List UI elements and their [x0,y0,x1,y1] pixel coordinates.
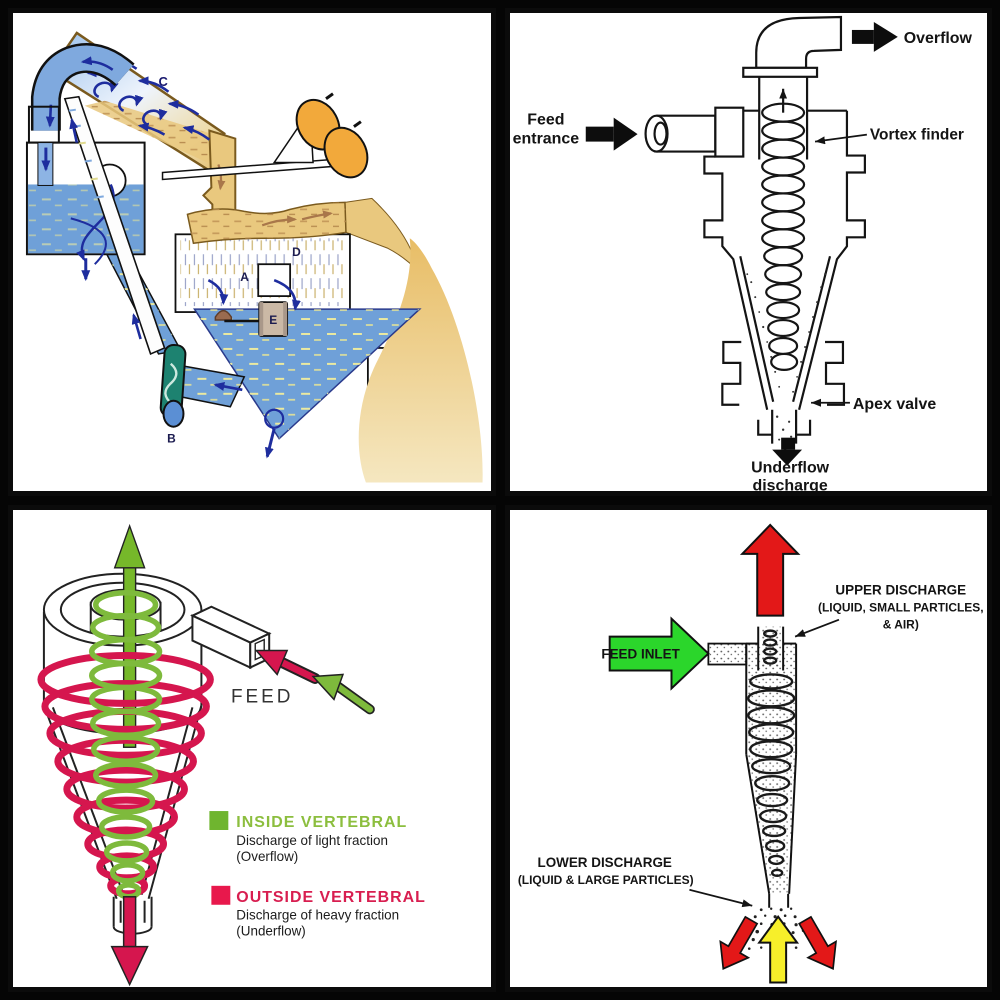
panel-washing-plant: B E [8,8,496,496]
label-c: C [159,74,168,89]
legend-paren-outside: (Underflow) [236,923,305,938]
apex-valve-body [756,419,811,436]
sand-pile [344,197,483,483]
underflow-label-2: discharge [752,478,827,491]
legend-swatch-inside [209,810,229,830]
lower-discharge-left-arrow [707,910,766,978]
lower-discharge-up-arrow [757,915,798,984]
upper-discharge-label-2: (LIQUID, SMALL PARTICLES, [817,600,983,614]
screen-deck [161,92,369,245]
legend: INSIDE VERTEBRAL Discharge of light frac… [209,810,426,938]
legend-swatch-outside [211,885,231,905]
apex-valve-label: Apex valve [852,396,935,413]
right-step-flange [824,340,845,406]
vortex-finder-label: Vortex finder [869,127,963,144]
feed-arrow [585,126,614,142]
overflow-label: Overflow [903,30,972,47]
top-flange [741,66,818,78]
channel-dashes-right [180,365,245,407]
label-a: A [240,270,249,284]
panel-flow-diagram: FEED INLET [504,504,992,992]
vortex-finder-pointer [814,133,867,145]
lower-discharge-label-1: LOWER DISCHARGE [537,854,671,869]
upper-discharge-label-1: UPPER DISCHARGE [835,582,966,597]
vortex-spiral [760,88,805,371]
panel-cyclone-section: Overflow Feed entrance Vortex finder Ape… [504,8,992,496]
legend-paren-inside: (Overflow) [236,848,298,863]
legend-desc-outside: Discharge of heavy fraction [236,907,399,922]
slurry-stipple [745,273,826,451]
overflow-arrow [851,29,874,44]
internal-spiral [746,628,795,877]
legend-title-outside: OUTSIDE VERTEBRAL [236,888,426,905]
left-step-flange [720,340,741,406]
upper-discharge-arrow [739,523,800,617]
settling-cone-dashes [194,309,420,439]
feed-arrow-green [311,673,375,714]
legend-desc-inside: Discharge of light fraction [236,832,388,847]
feed-inlet-label: FEED INLET [601,646,680,661]
sediment-mound [214,309,233,321]
feed-entrance-label-2: entrance [512,131,579,148]
apex-down-arrow [265,428,276,459]
apex-circle [264,408,285,429]
feed-pipe [706,642,747,665]
cyclone-stippled-body [706,626,805,950]
upper-discharge-label-3: & AIR) [882,617,918,631]
flow-diagram: FEED INLET [517,523,983,984]
label-d: D [292,245,301,259]
feed-arrow-red [254,649,321,684]
channel-arrow [213,382,243,392]
drive-rollers [295,92,369,179]
counterflow-arrows [85,54,211,141]
arrow-to-mound [207,279,229,306]
cyclone-section-diagram: Overflow Feed entrance Vortex finder Ape… [512,15,972,491]
label-e: E [269,313,277,327]
label-b: B [167,432,176,446]
riser-tube [63,95,166,356]
lower-discharge-pointer [688,888,752,907]
washing-plant-diagram: B E [25,31,483,483]
tank-chimney [27,105,60,186]
lower-discharge-label-2: (LIQUID & LARGE PARTICLES) [517,872,693,886]
overflow-elbow [754,15,842,69]
device-e [258,301,289,337]
pump [159,343,187,428]
elbow-pipe [30,43,135,131]
cutaway-diagram: FEED INSIDE VERTEBRAL Discharge of light… [37,523,426,986]
feed-entrance-label-1: Feed [527,112,564,129]
panel-cutaway: FEED INSIDE VERTEBRAL Discharge of light… [8,504,496,992]
feed-chamber [713,106,744,158]
underflow-arrow-3d [110,895,149,986]
lower-discharge-right-arrow [789,910,848,978]
legend-title-inside: INSIDE VERTEBRAL [236,814,407,831]
upper-discharge-pointer [794,618,839,637]
arrow-to-water [273,278,301,312]
cyclone-body [643,15,866,444]
feed-inlet-arrow [608,615,710,691]
flow-arrows [585,21,898,466]
pump-inlet [162,399,185,428]
underflow-label-1: Underflow [751,460,830,477]
underflow-arrow [780,437,795,450]
inner-vortex-spiral [89,589,163,900]
feed-label: FEED [231,686,293,707]
